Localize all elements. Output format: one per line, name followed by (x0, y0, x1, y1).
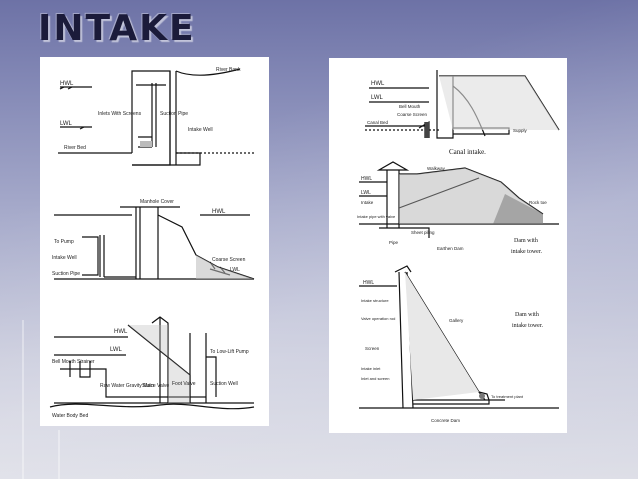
caption-dam-1-line1: Dam with (514, 238, 538, 244)
label-inlets-with-screens: Inlets With Screens (98, 111, 142, 117)
label-dam-lwl: LWL (361, 190, 371, 196)
label-river-bank: River Bank (216, 67, 241, 73)
earthen-dam-fill (399, 168, 543, 224)
label-suction-pipe: Suction Pipe (160, 111, 188, 117)
left-diagram-panel: River Bank HWL LWL Inlets With Screens S… (40, 57, 269, 426)
concrete-dam-fill (405, 272, 479, 400)
label-water-body-bed: Water Body Bed (52, 413, 88, 419)
label-gallery: Gallery (449, 318, 464, 323)
label-hwl: HWL (60, 81, 74, 87)
label-sheet-piling: Sheet piling (411, 230, 435, 235)
coarse-screen-mark (425, 122, 429, 138)
label-river-bed: River Bed (64, 145, 86, 151)
label-sluice-valve: Sluice Valve (142, 383, 169, 389)
label-walkway: Walkway (427, 166, 446, 171)
screen-mark (140, 141, 152, 147)
earthen-dam-diagram (359, 161, 559, 238)
label-foot-valve: Foot Valve (172, 381, 196, 387)
lake-intake-diagram (49, 316, 255, 410)
label-pipe: Pipe (389, 240, 399, 245)
label-concrete-hwl: HWL (363, 280, 374, 286)
label-screen: Screen (365, 346, 380, 351)
label-suction-pipe-2: Suction Pipe (52, 271, 80, 277)
label-lwl: LWL (60, 121, 73, 127)
label-canal-bed: Canal Bed (367, 120, 389, 125)
river-intake-diagram (58, 68, 255, 166)
label-canal-hwl: HWL (371, 81, 385, 87)
canal-embankment-fill (439, 76, 559, 130)
reservoir-embankment-fill (196, 255, 254, 279)
label-intake-pipe: Intake pipe with valve (357, 214, 396, 219)
label-canal-lwl: LWL (371, 95, 384, 101)
label-intake-well: Intake Well (188, 127, 213, 133)
outlet-fitting (479, 393, 485, 399)
label-hwl-2: HWL (212, 209, 226, 215)
label-earthen-dam: Earthen Dam (437, 246, 464, 251)
rock-toe-fill (493, 194, 543, 224)
label-to-pump: To Pump (54, 239, 74, 245)
label-intake-structure: Intake structure (361, 298, 389, 303)
decor-line (58, 430, 60, 479)
label-to-low-lift-pump: To Low-Lift Pump (210, 349, 249, 355)
lake-embankment-fill (128, 325, 190, 403)
caption-dam-1-line2: intake tower. (511, 249, 542, 255)
label-concrete-dam: Concrete Dam (431, 418, 460, 423)
caption-dam-2-line1: Dam with (515, 312, 539, 318)
label-intake-inlet: Intake inlet (361, 366, 381, 371)
label-supply: Supply (513, 128, 528, 133)
slide-title: INTAKE (38, 8, 196, 49)
intake-diagrams-left: River Bank HWL LWL Inlets With Screens S… (49, 67, 255, 419)
decor-line (22, 320, 24, 479)
label-coarse-screen: Coarse Screen (397, 112, 428, 117)
label-lwl-3: LWL (110, 347, 123, 353)
label-suction-well: Suction Well (210, 381, 238, 387)
label-intake-well-2: Intake Well (52, 255, 77, 261)
label-raw-water-gravity-main: Raw Water Gravity Main (100, 383, 154, 389)
label-coarse-screen: Coarse Screen (212, 257, 246, 263)
reservoir-intake-diagram (54, 206, 255, 280)
label-dam-hwl: HWL (361, 176, 372, 182)
intake-diagrams-right: HWL LWL Bell Mouth Coarse Screen Canal B… (357, 70, 560, 423)
label-lwl-2: LWL (230, 267, 240, 273)
label-manhole-cover: Manhole Cover (140, 199, 174, 205)
label-bell-mouth-strainer: Bell Mouth Strainer (52, 359, 95, 365)
label-inlet-and-screen: Inlet and screen (361, 376, 389, 381)
label-valve-operation: Valve operation rod (361, 316, 395, 321)
caption-dam-2-line2: intake tower. (512, 323, 543, 329)
label-intake: Intake (361, 200, 374, 205)
label-hwl-3: HWL (114, 329, 128, 335)
label-bell-mouth: Bell Mouth (399, 104, 421, 109)
label-to-treatment: To treatment plant (491, 394, 524, 399)
caption-canal-intake: Canal intake. (449, 148, 486, 156)
right-diagram-panel: HWL LWL Bell Mouth Coarse Screen Canal B… (329, 58, 567, 433)
label-rock-toe: Rock toe (529, 200, 547, 205)
